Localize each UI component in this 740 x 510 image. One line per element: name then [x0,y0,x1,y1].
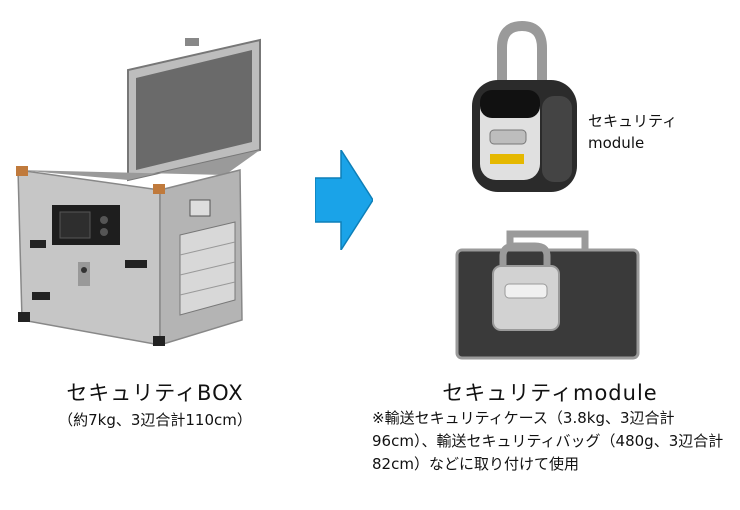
security-bag-image [455,230,640,360]
security-module-note: ※輸送セキュリティケース（3.8kg、3辺合計96cm）、輸送セキュリティバッグ… [372,409,724,473]
security-module-title: セキュリティmodule [442,381,658,405]
module-label-line2: module [588,134,645,152]
module-label: セキュリティ module [588,110,677,154]
security-module-image [472,20,577,192]
security-box-title: セキュリティBOX [66,381,244,405]
module-label-line1: セキュリティ [588,112,678,130]
security-box-spec: （約7kg、3辺合計110cm） [58,411,252,429]
security-box-image [16,38,261,347]
right-arrow-icon [315,150,373,250]
